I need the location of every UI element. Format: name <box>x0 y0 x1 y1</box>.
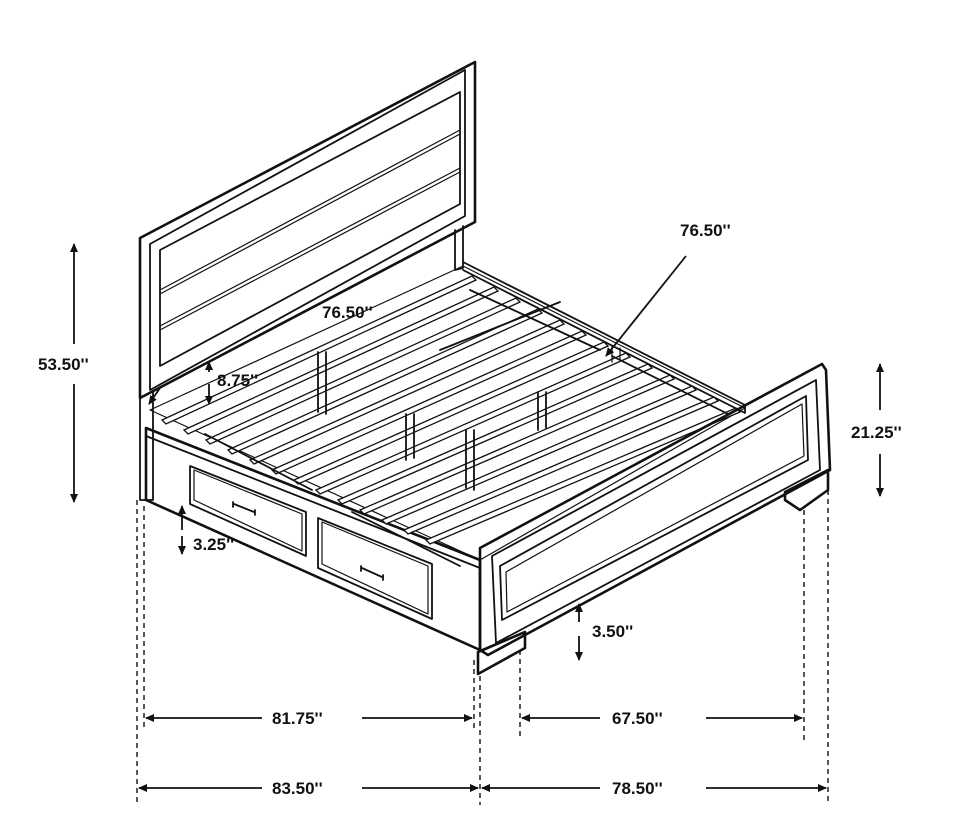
label-inner-length-bottom: 81.75'' <box>272 709 323 728</box>
dimension-labels: 53.50'' 8.75'' 76.50'' 76.50'' 21.25'' 3… <box>38 221 902 798</box>
headboard <box>138 60 477 501</box>
label-overall-length: 83.50'' <box>272 779 323 798</box>
footboard <box>476 362 832 676</box>
dimension-lines <box>70 243 884 805</box>
slat-deck <box>149 265 746 567</box>
label-headboard-gap: 8.75'' <box>217 371 258 390</box>
label-footboard-height: 21.25'' <box>851 423 902 442</box>
drawer-left <box>189 465 307 557</box>
label-inner-width-bottom: 67.50'' <box>612 709 663 728</box>
label-inner-length-left: 76.50'' <box>322 303 373 322</box>
drawer-handle-right <box>360 565 384 581</box>
front-side-rail <box>144 426 482 652</box>
label-inner-length-right: 76.50'' <box>680 221 731 240</box>
bed-illustration <box>138 60 832 676</box>
label-overall-width: 78.50'' <box>612 779 663 798</box>
label-drawer-clearance: 3.25'' <box>193 535 234 554</box>
drawer-right <box>317 517 433 620</box>
label-foot-clearance: 3.50'' <box>592 622 633 641</box>
drawer-handle-left <box>232 501 256 516</box>
label-overall-height: 53.50'' <box>38 355 89 374</box>
